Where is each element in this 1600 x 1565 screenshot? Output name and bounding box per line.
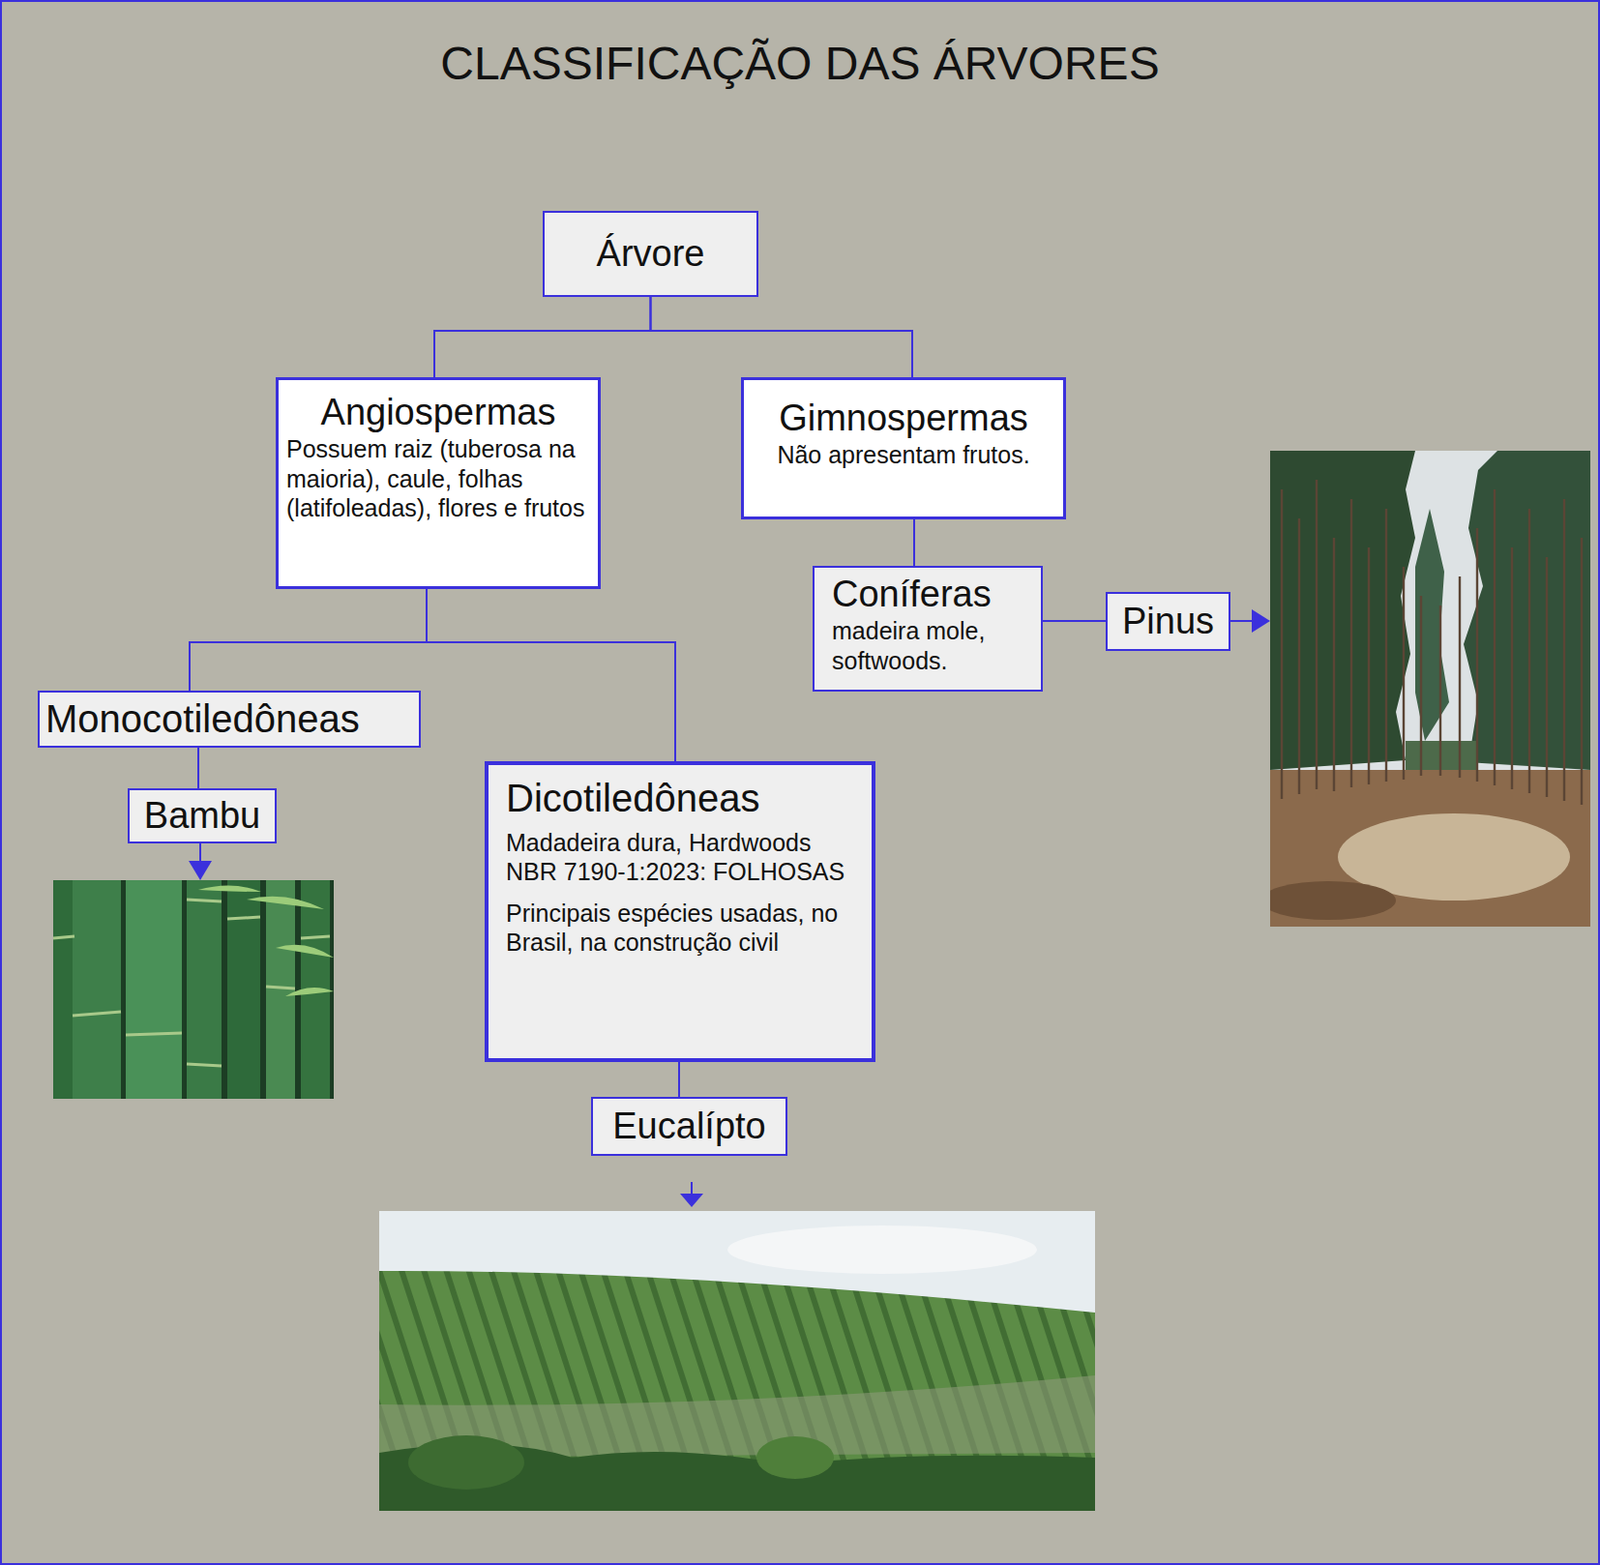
connector-line <box>651 296 914 378</box>
node-heading: Dicotiledôneas <box>505 774 855 823</box>
bamboo-nodes <box>53 899 330 1067</box>
sky <box>1270 450 1591 927</box>
connector-line <box>426 589 676 762</box>
root-box: Árvore <box>542 210 759 297</box>
eucalyptus-picture <box>379 1211 1096 1512</box>
diagram-title: CLASSIFICAÇÃO DAS ÁRVORES <box>1 36 1599 90</box>
example-box: Eucalípto <box>591 1096 788 1156</box>
pine-forest-picture <box>1270 450 1591 927</box>
example-box: Bambu <box>127 788 277 844</box>
node-body-text: Principais espécies usadas, no Brasil, n… <box>505 898 855 958</box>
bamboo-stalk <box>53 880 75 1099</box>
connector-line <box>1042 620 1106 623</box>
connector-line <box>189 589 427 691</box>
node-body-text: madeira mole, softwoods. <box>831 616 1024 676</box>
node-heading: Angiospermas <box>286 389 591 435</box>
arrow-shaft <box>1228 620 1253 623</box>
eucalyptus-rows <box>379 1271 1096 1512</box>
arrow-head <box>680 1193 704 1208</box>
node-heading: Eucalípto <box>602 1103 776 1149</box>
connector-line <box>197 747 200 789</box>
node-heading: Coníferas <box>831 571 1024 617</box>
arrow-shaft <box>690 1182 693 1195</box>
node-heading: Árvore <box>556 231 745 276</box>
category-box: Monocotiledôneas <box>37 690 421 748</box>
connector-line <box>913 519 916 566</box>
pine-canopy <box>1463 450 1591 771</box>
bamboo-stalk <box>227 880 261 1099</box>
sky <box>379 1211 1096 1512</box>
node-heading: Bambu <box>137 793 267 838</box>
bamboo-stalk <box>72 880 121 1099</box>
node-body-text: Possuem raiz (tuberosa na maioria), caul… <box>286 434 591 524</box>
bamboo-background <box>53 880 334 1099</box>
pine-canopy <box>1270 450 1416 771</box>
node-heading: Monocotiledôneas <box>45 695 414 743</box>
category-box: Coníferasmadeira mole, softwoods. <box>812 565 1043 692</box>
connector-line <box>678 1062 681 1097</box>
category-box: DicotiledôneasMadadeira dura, Hardwoods … <box>484 761 876 1063</box>
shrubs <box>756 1436 834 1480</box>
node-body-text: Não apresentam frutos. <box>755 440 1052 471</box>
arrow-head <box>188 860 212 881</box>
group-box: AngiospermasPossuem raiz (tuberosa na ma… <box>275 377 601 590</box>
arrow-head <box>1251 609 1271 633</box>
connector-line <box>434 296 652 378</box>
ground-patch <box>1270 881 1396 920</box>
example-box: Pinus <box>1105 592 1231 652</box>
arrow-shaft <box>199 841 202 862</box>
node-heading: Gimnospermas <box>755 395 1052 441</box>
far-trees <box>1405 740 1479 775</box>
group-box: GimnospermasNão apresentam frutos. <box>740 377 1067 520</box>
node-heading: Pinus <box>1115 598 1221 644</box>
shrubs <box>408 1435 525 1490</box>
cloud <box>727 1225 1038 1275</box>
node-body-text: Madadeira dura, Hardwoods NBR 7190-1:202… <box>505 828 855 888</box>
bamboo-stalk <box>125 880 182 1099</box>
bamboo-picture <box>53 880 334 1099</box>
pine-trunks <box>1281 479 1582 805</box>
bamboo-leaves <box>198 885 334 997</box>
